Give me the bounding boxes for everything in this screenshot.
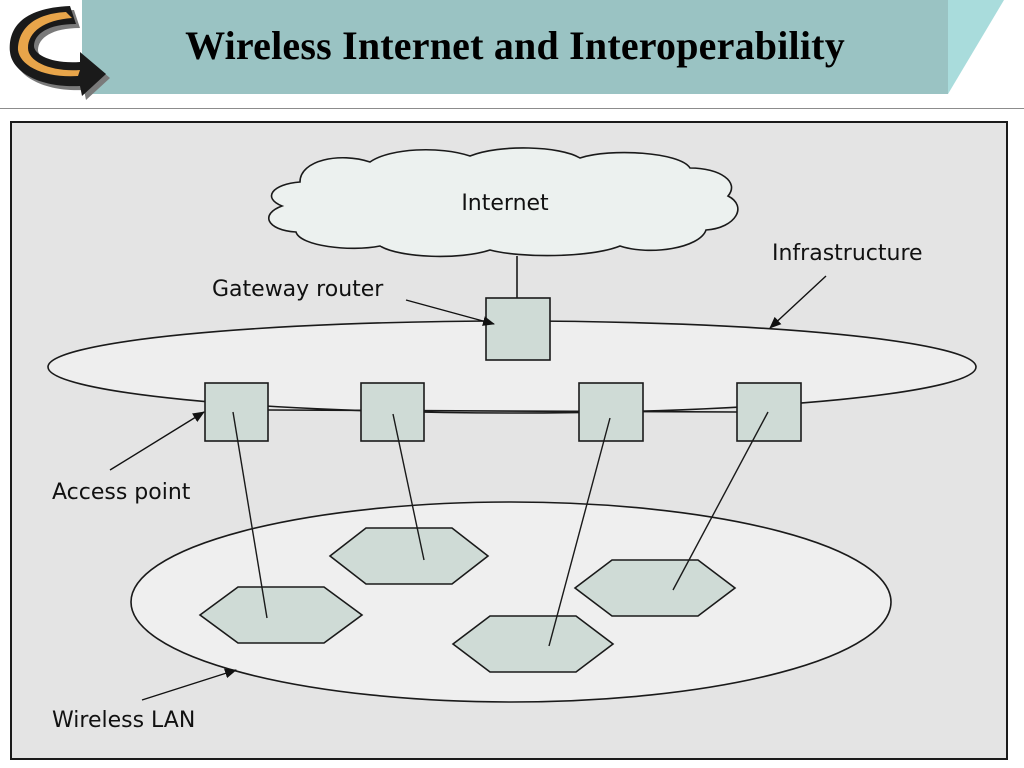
access-point-box — [578, 382, 644, 442]
internet-label: Internet — [461, 191, 549, 216]
title-band — [82, 0, 948, 94]
wireless-node — [451, 615, 615, 673]
wireless-node — [573, 559, 737, 617]
wireless-link — [232, 411, 268, 619]
access-point-arrow — [109, 411, 205, 471]
access-point-box — [360, 382, 425, 442]
internet-cloud — [268, 147, 739, 258]
wireless-link — [672, 411, 769, 591]
network-diagram: Internet Gateway router Infrastructure A… — [10, 121, 1008, 760]
gateway-router-arrow — [405, 299, 495, 326]
wireless-node — [328, 527, 490, 585]
slide-header: Wireless Internet and Interoperability — [0, 0, 1024, 110]
infrastructure-label: Infrastructure — [772, 241, 923, 266]
access-point-label: Access point — [52, 480, 191, 505]
curved-arrow-logo-icon — [9, 6, 110, 100]
gateway-router-box — [485, 297, 551, 361]
backbone-link — [267, 409, 738, 413]
wireless-node — [198, 586, 364, 644]
header-decoration — [9, 0, 1004, 100]
diagram-canvas: Internet Gateway router Infrastructure A… — [47, 147, 977, 733]
header-divider — [0, 108, 1024, 109]
access-point-box — [736, 382, 802, 442]
corner-accent — [948, 0, 1004, 94]
wireless-lan-arrow — [141, 668, 237, 701]
page-title: Wireless Internet and Interoperability — [185, 23, 845, 68]
gateway-router-label: Gateway router — [212, 277, 384, 302]
wireless-lan-ellipse — [130, 501, 892, 703]
infrastructure-arrow — [769, 275, 827, 329]
wireless-lan-label: Wireless LAN — [52, 708, 195, 733]
wireless-link — [392, 413, 425, 561]
wireless-link — [548, 417, 611, 647]
